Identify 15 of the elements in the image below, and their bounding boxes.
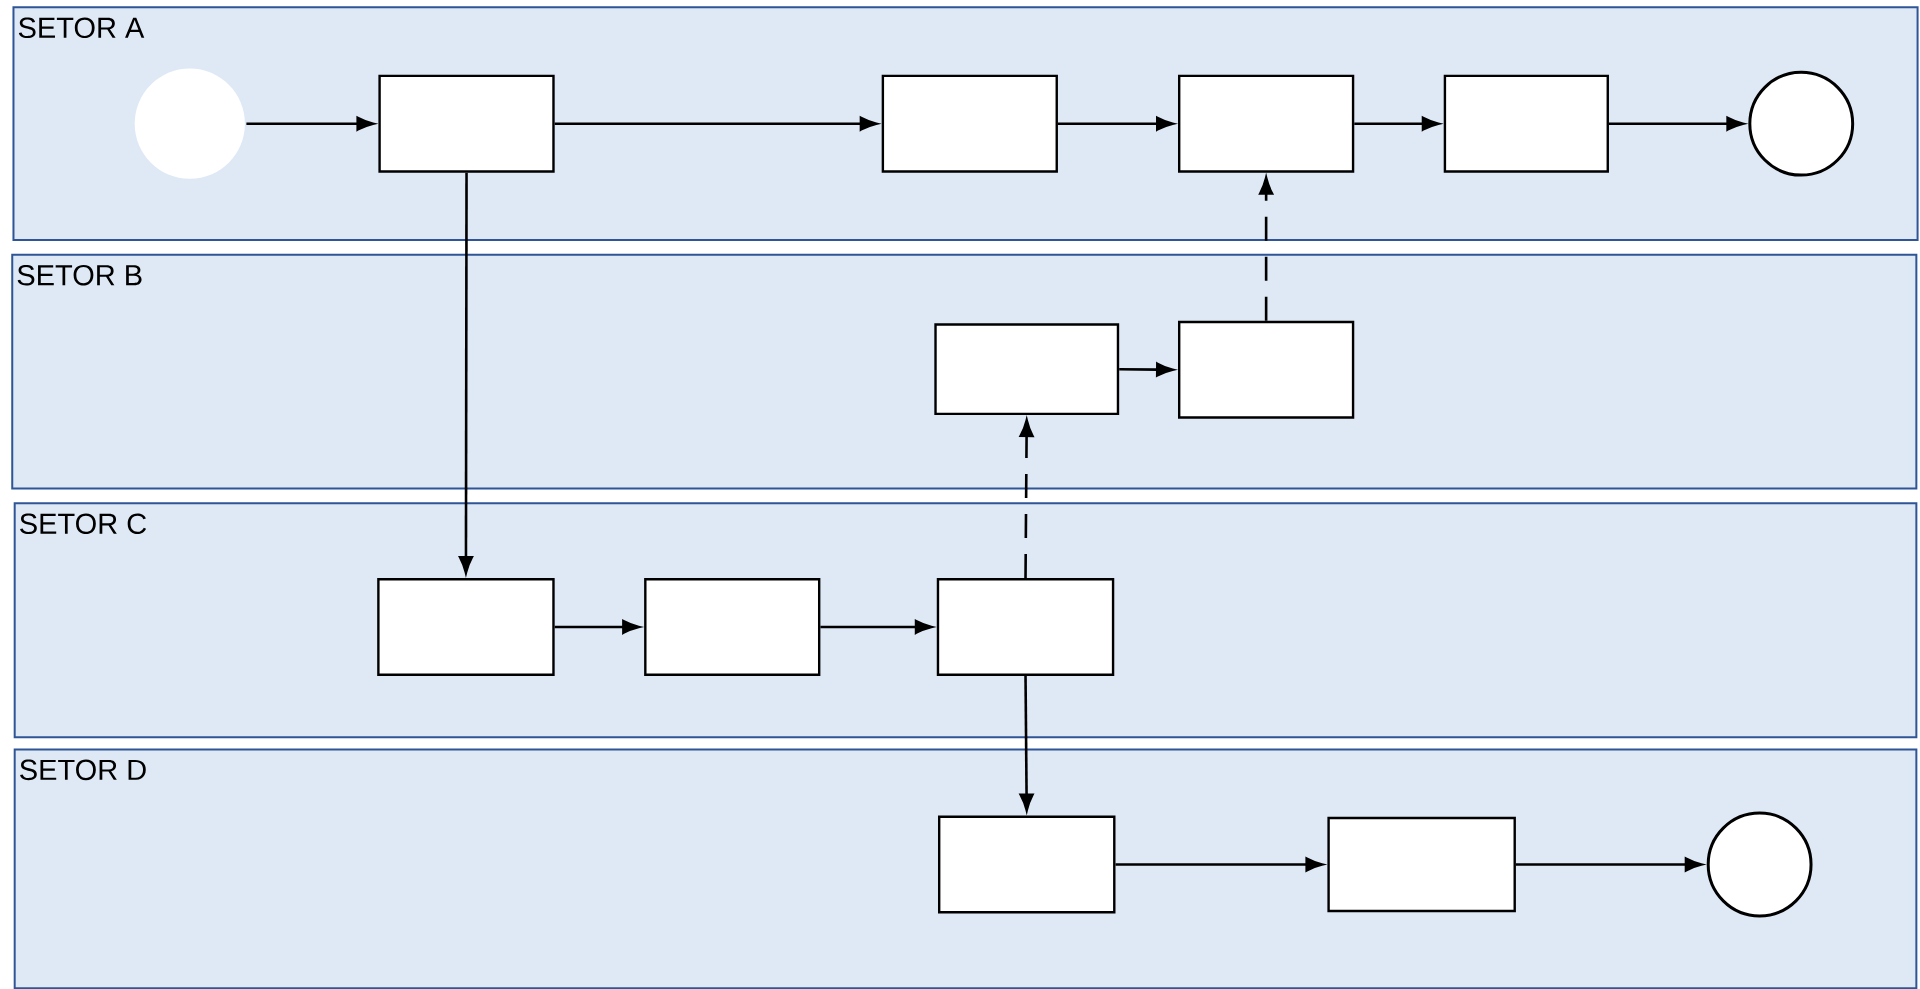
process-box [1178,320,1355,419]
process-box [378,74,555,173]
event-circle [134,68,245,179]
process-box [1443,74,1609,173]
process-box [1178,74,1355,173]
arrow [1259,176,1274,321]
process-box [938,815,1116,914]
process-box [377,577,555,676]
process-box [1327,816,1516,913]
process-box [881,74,1058,173]
event-circle [1706,811,1813,918]
event-circle [1748,70,1855,177]
process-box [644,577,821,676]
process-box [936,577,1115,676]
process-box [934,323,1120,415]
